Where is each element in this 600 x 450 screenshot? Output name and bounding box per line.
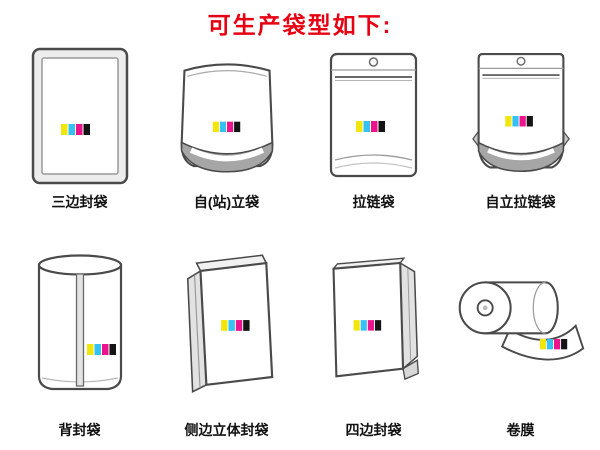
black-ink-swatch [560,338,567,350]
magenta-ink-swatch [519,116,526,127]
bag-label: 四边封袋 [345,422,402,438]
stand-up-bag-illustration [180,63,273,173]
yellow-ink-swatch [220,319,227,331]
cmyk-print-mark [356,120,385,132]
bag-label: 卷膜 [506,422,535,438]
cyan-ink-swatch [360,319,367,331]
bag-card: 背封袋 [6,226,153,442]
bag-card: 自(站)立袋 [153,42,300,214]
black-ink-swatch [374,319,381,331]
bag-illustration-wrap [471,42,571,190]
bottom-gusset-line [334,161,413,169]
yellow-ink-swatch [212,121,219,133]
bag-card: 三边封袋 [6,42,153,214]
bag-illustration-wrap [455,226,587,418]
bag-card: 侧边立体封袋 [153,226,300,442]
page-title: 可生产袋型如下: [207,12,393,38]
bag-front-panel [331,261,404,377]
bag-card: 自立拉链袋 [447,42,594,214]
hang-hole-icon [368,56,379,67]
black-ink-swatch [83,124,90,135]
hang-hole-icon [515,56,526,66]
bag-illustration-wrap [30,226,130,418]
black-ink-swatch [378,120,385,132]
bag-body [180,63,273,168]
black-ink-swatch [233,121,240,133]
gusset-highlight [486,148,555,161]
magenta-ink-swatch [226,121,233,133]
cmyk-print-mark [353,319,381,331]
three-side-seal-bag-illustration [31,47,128,185]
roll-core-center [482,305,488,311]
cmyk-print-mark [539,338,567,350]
yellow-ink-swatch [353,319,360,331]
black-ink-swatch [526,116,533,127]
black-ink-swatch [109,343,116,355]
magenta-ink-swatch [371,120,378,132]
roll-end-curve [532,281,546,334]
bag-grid: 三边封袋 自(站)立袋 [0,40,600,442]
bag-label: 自立拉链袋 [485,194,556,210]
bag-front-panel [40,57,119,175]
four-side-seal-bag-illustration [331,256,419,380]
magenta-ink-swatch [367,319,374,331]
top-seal-line [186,70,267,77]
bag-label: 拉链袋 [352,194,395,210]
magenta-ink-swatch [101,343,108,355]
bag-card: 四边封袋 [300,226,447,442]
cmyk-print-mark [86,343,116,355]
cyan-ink-swatch [227,319,235,331]
cmyk-print-mark [504,116,533,127]
roll-film-illustration [458,281,584,361]
side-crease-line [406,268,411,360]
cyan-ink-swatch [511,116,519,127]
center-back-seal [75,272,84,387]
bag-illustration-wrap [326,42,421,190]
side-gusset-bag-illustration [186,253,273,393]
cyan-ink-swatch [546,338,553,350]
bag-label: 自(站)立袋 [193,194,260,210]
cyan-ink-swatch [94,343,101,355]
cyan-ink-swatch [219,121,226,133]
magenta-ink-swatch [235,319,242,331]
bag-label: 侧边立体封袋 [184,422,269,438]
bag-label: 三边封袋 [51,194,108,210]
yellow-ink-swatch [60,124,67,135]
bag-card: 卷膜 [447,226,594,442]
stand-up-zipper-bag-illustration [471,53,570,173]
bag-body [477,53,564,169]
black-ink-swatch [242,319,250,331]
cyan-ink-swatch [363,120,370,132]
zipper-bag-illustration [329,52,418,177]
back-seal-bag-illustration [37,253,122,390]
gusset-highlight [189,147,264,162]
cyan-ink-swatch [68,124,75,135]
bag-illustration-wrap [30,42,130,190]
gusset-crease-line [193,275,201,388]
bag-label: 背封袋 [58,422,101,438]
cmyk-print-mark [220,319,250,331]
yellow-ink-swatch [504,116,511,127]
bag-illustration-wrap [324,226,424,418]
magenta-ink-swatch [75,124,82,135]
bag-illustration-wrap [175,42,279,190]
yellow-ink-swatch [356,120,363,132]
bag-illustration-wrap [173,226,281,418]
bottom-tab [401,358,419,380]
cmyk-print-mark [60,124,90,135]
magenta-ink-swatch [553,338,560,350]
yellow-ink-swatch [86,343,93,355]
cmyk-print-mark [212,121,240,133]
top-opening [37,253,122,276]
bag-body [329,52,418,177]
yellow-ink-swatch [539,338,546,350]
bottom-gusset-line [334,153,413,161]
bag-card: 拉链袋 [300,42,447,214]
